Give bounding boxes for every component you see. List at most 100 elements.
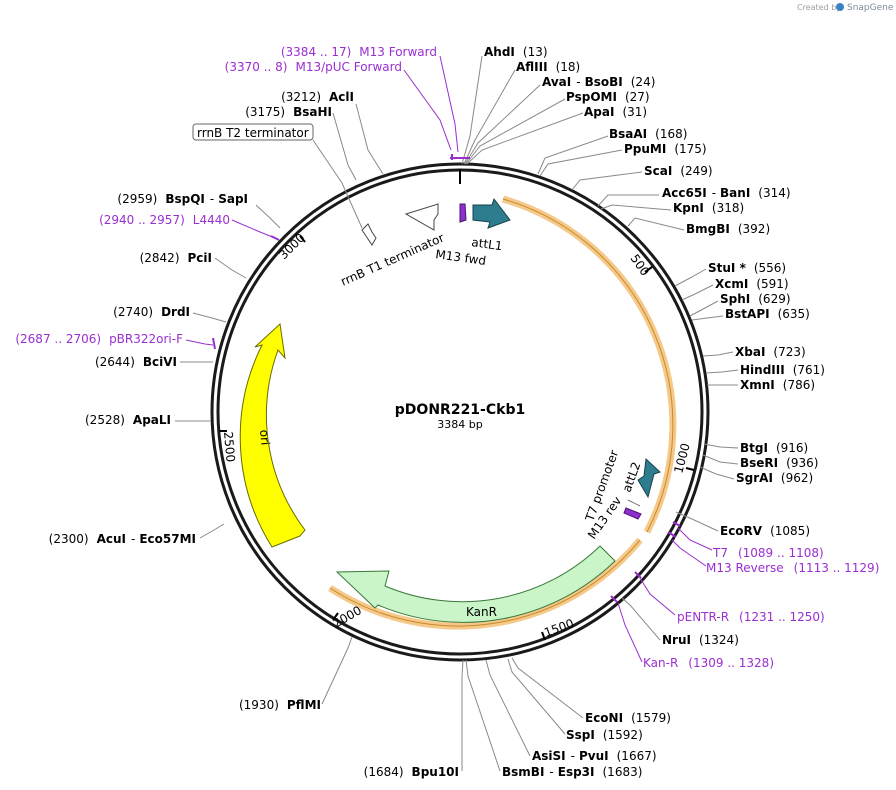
- site-sphi[interactable]: SphI(629): [720, 292, 791, 306]
- leader-sgrai: [699, 466, 735, 480]
- site-xbai[interactable]: XbaI(723): [735, 345, 806, 359]
- site-apali[interactable]: (2528)ApaLI: [85, 413, 171, 427]
- site-avai-bsobi[interactable]: AvaI-BsoBI(24): [542, 75, 655, 89]
- site-drdi[interactable]: (2740)DrdI: [113, 305, 190, 319]
- rrnb-t1-feature[interactable]: [404, 203, 439, 231]
- site-labels: AhdI(13) AflIII(18) AvaI-BsoBI(24) PspOM…: [49, 45, 825, 779]
- site-sgrai[interactable]: SgrAI(962): [736, 471, 813, 485]
- tick-label-1500: 1500: [542, 616, 575, 640]
- m13-rev-feature[interactable]: [623, 507, 642, 520]
- primer-m13-reverse[interactable]: M13 Reverse(1113 .. 1129): [706, 561, 879, 575]
- rrnb-t2-label: rrnB T2 terminator: [197, 126, 309, 140]
- leader-pentr-r: [639, 577, 676, 616]
- leader-aflIII: [463, 69, 516, 165]
- primer-m13-puc-forward[interactable]: (3370 .. 8)M13/pUC Forward: [225, 60, 402, 74]
- plasmid-length: 3384 bp: [437, 418, 482, 431]
- primer-kan-r[interactable]: Kan-R(1309 .. 1328): [643, 656, 774, 670]
- site-scai[interactable]: ScaI(249): [644, 164, 713, 178]
- site-sspi[interactable]: SspI(1592): [566, 728, 643, 742]
- site-apai[interactable]: ApaI(31): [584, 105, 647, 119]
- leader-scai: [571, 171, 643, 191]
- site-ppumi[interactable]: PpuMI(175): [624, 142, 707, 156]
- site-afliii[interactable]: AflIII(18): [516, 60, 580, 74]
- attl1-feature[interactable]: [472, 197, 511, 229]
- primer-m13-forward[interactable]: (3384 .. 17)M13 Forward: [281, 45, 437, 59]
- site-pcii[interactable]: (2842)PciI: [140, 251, 212, 265]
- site-econi[interactable]: EcoNI(1579): [585, 711, 671, 725]
- leader-btgi: [703, 443, 739, 449]
- rrnb-t2-box: [192, 123, 314, 141]
- tick-500: [644, 266, 653, 273]
- primer-l4440[interactable]: (2940 .. 2957)L4440: [99, 213, 230, 227]
- m13-fwd-label: M13 fwd: [435, 247, 487, 268]
- leader-kpni: [600, 204, 672, 211]
- pbr322ori-f-mark: [212, 337, 216, 350]
- site-acc65i-bani[interactable]: Acc65I-BanI(314): [662, 186, 791, 200]
- site-xcmi[interactable]: XcmI(591): [715, 277, 789, 291]
- rrnb-t2-leader: [312, 139, 363, 229]
- site-kpni[interactable]: KpnI(318): [673, 201, 744, 215]
- ori-label: ori: [257, 429, 272, 446]
- site-pflmi[interactable]: (1930)PflMI: [239, 698, 321, 712]
- rrnb-t2-feature[interactable]: [361, 223, 377, 246]
- leader-t7: [677, 527, 713, 551]
- site-hindiii[interactable]: HindIII(761): [740, 363, 825, 377]
- leader-asisi: [485, 659, 531, 757]
- site-stui[interactable]: StuI *(556): [708, 261, 786, 275]
- primer-labels: (3384 .. 17)M13 Forward (3370 .. 8)M13/p…: [15, 45, 879, 670]
- site-bsahi[interactable]: (3175)BsaHI: [245, 105, 332, 119]
- site-bspqi-sapi[interactable]: (2959)BspQI-SapI: [117, 192, 248, 206]
- t7-promoter-feature[interactable]: [627, 499, 641, 507]
- leader-m13-puc-forward: [403, 69, 452, 151]
- pentr-r-mark: [634, 571, 642, 579]
- leader-apai: [466, 112, 584, 165]
- leader-kan-r: [617, 602, 643, 663]
- feature-highlights: [328, 195, 677, 630]
- backbone: [210, 162, 710, 662]
- leader-ecorv: [675, 511, 719, 532]
- primer-pentr-r[interactable]: pENTR-R(1231 .. 1250): [677, 610, 825, 624]
- site-btgi[interactable]: BtgI(916): [740, 441, 808, 455]
- site-asisi-pvui[interactable]: AsiSI-PvuI(1667): [532, 749, 657, 763]
- site-pspomi[interactable]: PspOMI(27): [566, 90, 650, 104]
- attl2-feature[interactable]: [637, 457, 661, 499]
- m13-fwd-feature[interactable]: [459, 203, 467, 223]
- leader-pspomi: [465, 98, 566, 165]
- leader-ahdi: [461, 55, 483, 165]
- site-xmni[interactable]: XmnI(786): [740, 378, 815, 392]
- l4440-mark: [270, 235, 280, 241]
- leader-econi: [511, 657, 584, 719]
- site-bsmbi-esp3i[interactable]: BsmBI-Esp3I(1683): [502, 765, 642, 779]
- leader-pflmi: [321, 636, 353, 705]
- kanr-feature[interactable]: [335, 545, 616, 623]
- leader-ppumi: [539, 149, 623, 177]
- site-acli[interactable]: (3212)AclI: [281, 90, 354, 104]
- site-ahdi[interactable]: AhdI(13): [484, 45, 548, 59]
- leader-pbr322ori-f: [185, 339, 214, 346]
- leader-acli: [355, 103, 384, 175]
- kan-r-mark: [610, 595, 618, 603]
- site-bpu10i[interactable]: (1684)Bpu10I: [364, 765, 459, 779]
- tick-label-3000: 3000: [276, 231, 307, 262]
- tick-1500: [541, 631, 546, 641]
- leader-bstapi: [691, 315, 724, 321]
- primer-pbr322ori-f[interactable]: (2687 .. 2706)pBR322ori-F: [15, 332, 183, 346]
- site-bcivi[interactable]: (2644)BciVI: [95, 355, 177, 369]
- primer-t7[interactable]: T7(1089 .. 1108): [712, 546, 824, 560]
- site-bstapi[interactable]: BstAPI(635): [725, 307, 810, 321]
- site-acui-eco57mi[interactable]: (2300)AcuI-Eco57MI: [49, 532, 196, 546]
- leader-m13-reverse: [671, 539, 707, 567]
- leader-hindiii: [705, 369, 739, 374]
- leader-acui: [199, 523, 225, 539]
- leader-sspi: [507, 658, 566, 735]
- leader-sphi: [689, 300, 719, 317]
- leader-bmgbi: [627, 217, 685, 231]
- site-nrui[interactable]: NruI(1324): [662, 633, 739, 647]
- site-bmgbi[interactable]: BmgBI(392): [686, 222, 770, 236]
- tick-3000: [299, 235, 306, 243]
- attl2-label: attL2: [620, 460, 644, 494]
- ori-feature[interactable]: [239, 322, 306, 548]
- site-ecorv[interactable]: EcoRV(1085): [720, 524, 810, 538]
- site-bseri[interactable]: BseRI(936): [740, 456, 818, 470]
- site-bsaai[interactable]: BsaAI(168): [609, 127, 687, 141]
